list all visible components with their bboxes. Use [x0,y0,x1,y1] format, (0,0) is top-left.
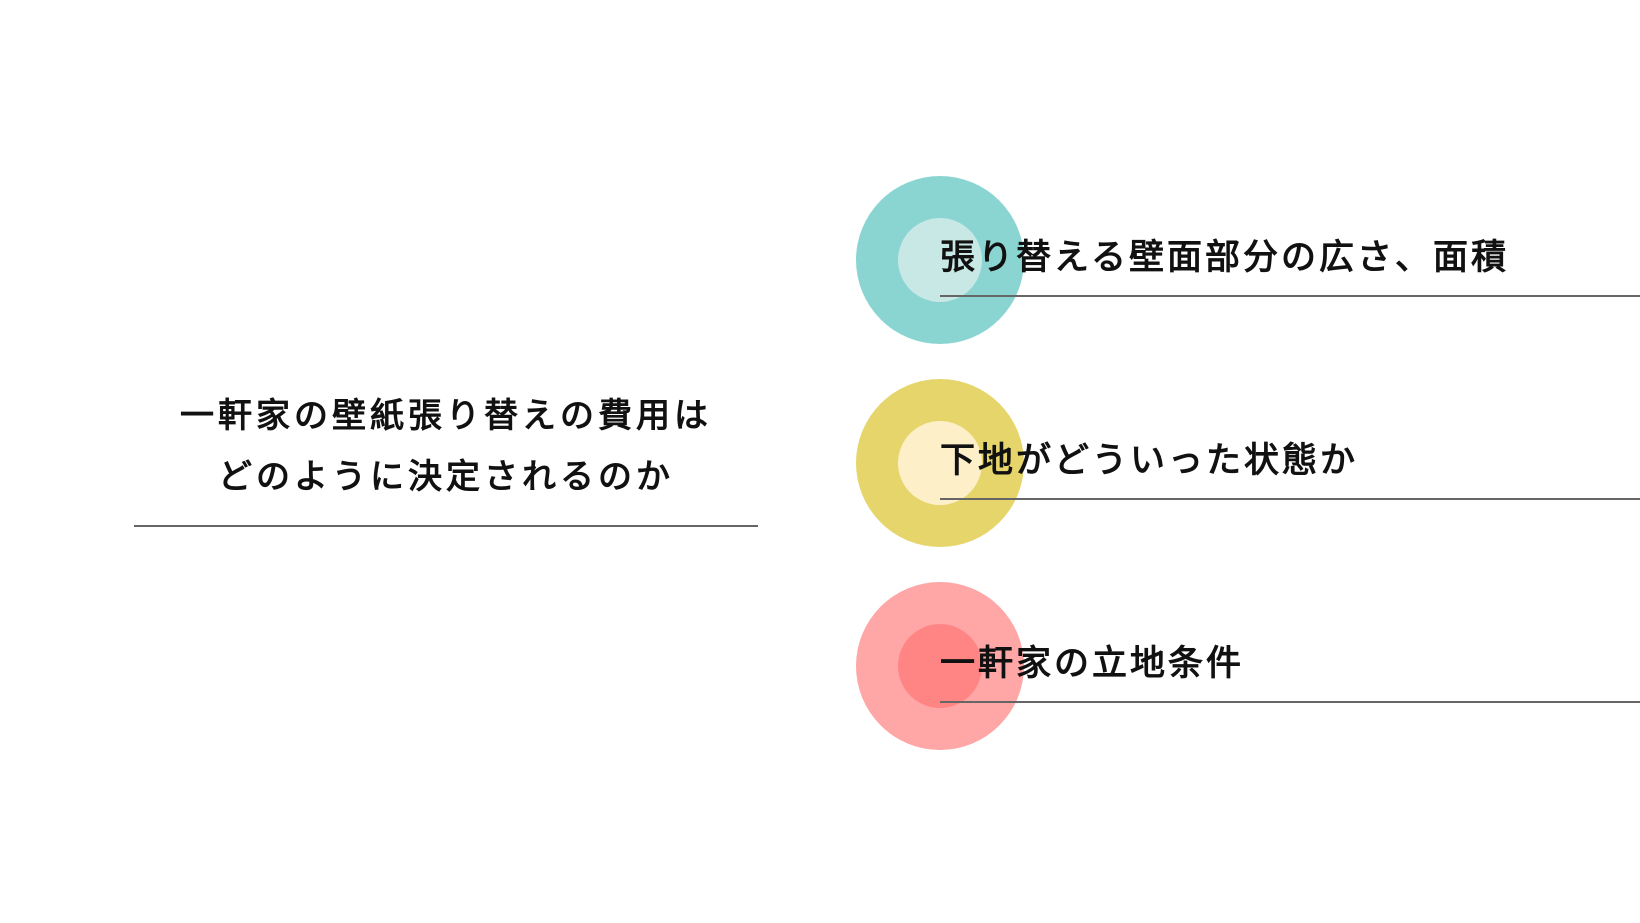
main-title-line-1: 一軒家の壁紙張り替えの費用は [180,396,712,436]
factor-underline [940,498,1640,500]
factor-underline [940,295,1640,297]
factor-item-area: 張り替える壁面部分の広さ、面積 [856,176,1640,344]
factor-circle-inner [898,624,982,708]
factor-circle-inner [898,218,982,302]
main-title-divider [134,525,758,527]
factor-item-location: 一軒家の立地条件 [856,582,1640,750]
main-title: 一軒家の壁紙張り替えの費用は どのように決定されるのか [134,386,758,508]
factor-circle-inner [898,421,982,505]
factor-label-base-condition: 下地がどういった状態か [940,441,1359,481]
factor-underline [940,701,1640,703]
factor-item-base-condition: 下地がどういった状態か [856,379,1640,547]
main-title-line-2: どのように決定されるのか [218,457,674,497]
factor-label-location: 一軒家の立地条件 [940,644,1245,684]
factor-label-area: 張り替える壁面部分の広さ、面積 [940,238,1509,278]
